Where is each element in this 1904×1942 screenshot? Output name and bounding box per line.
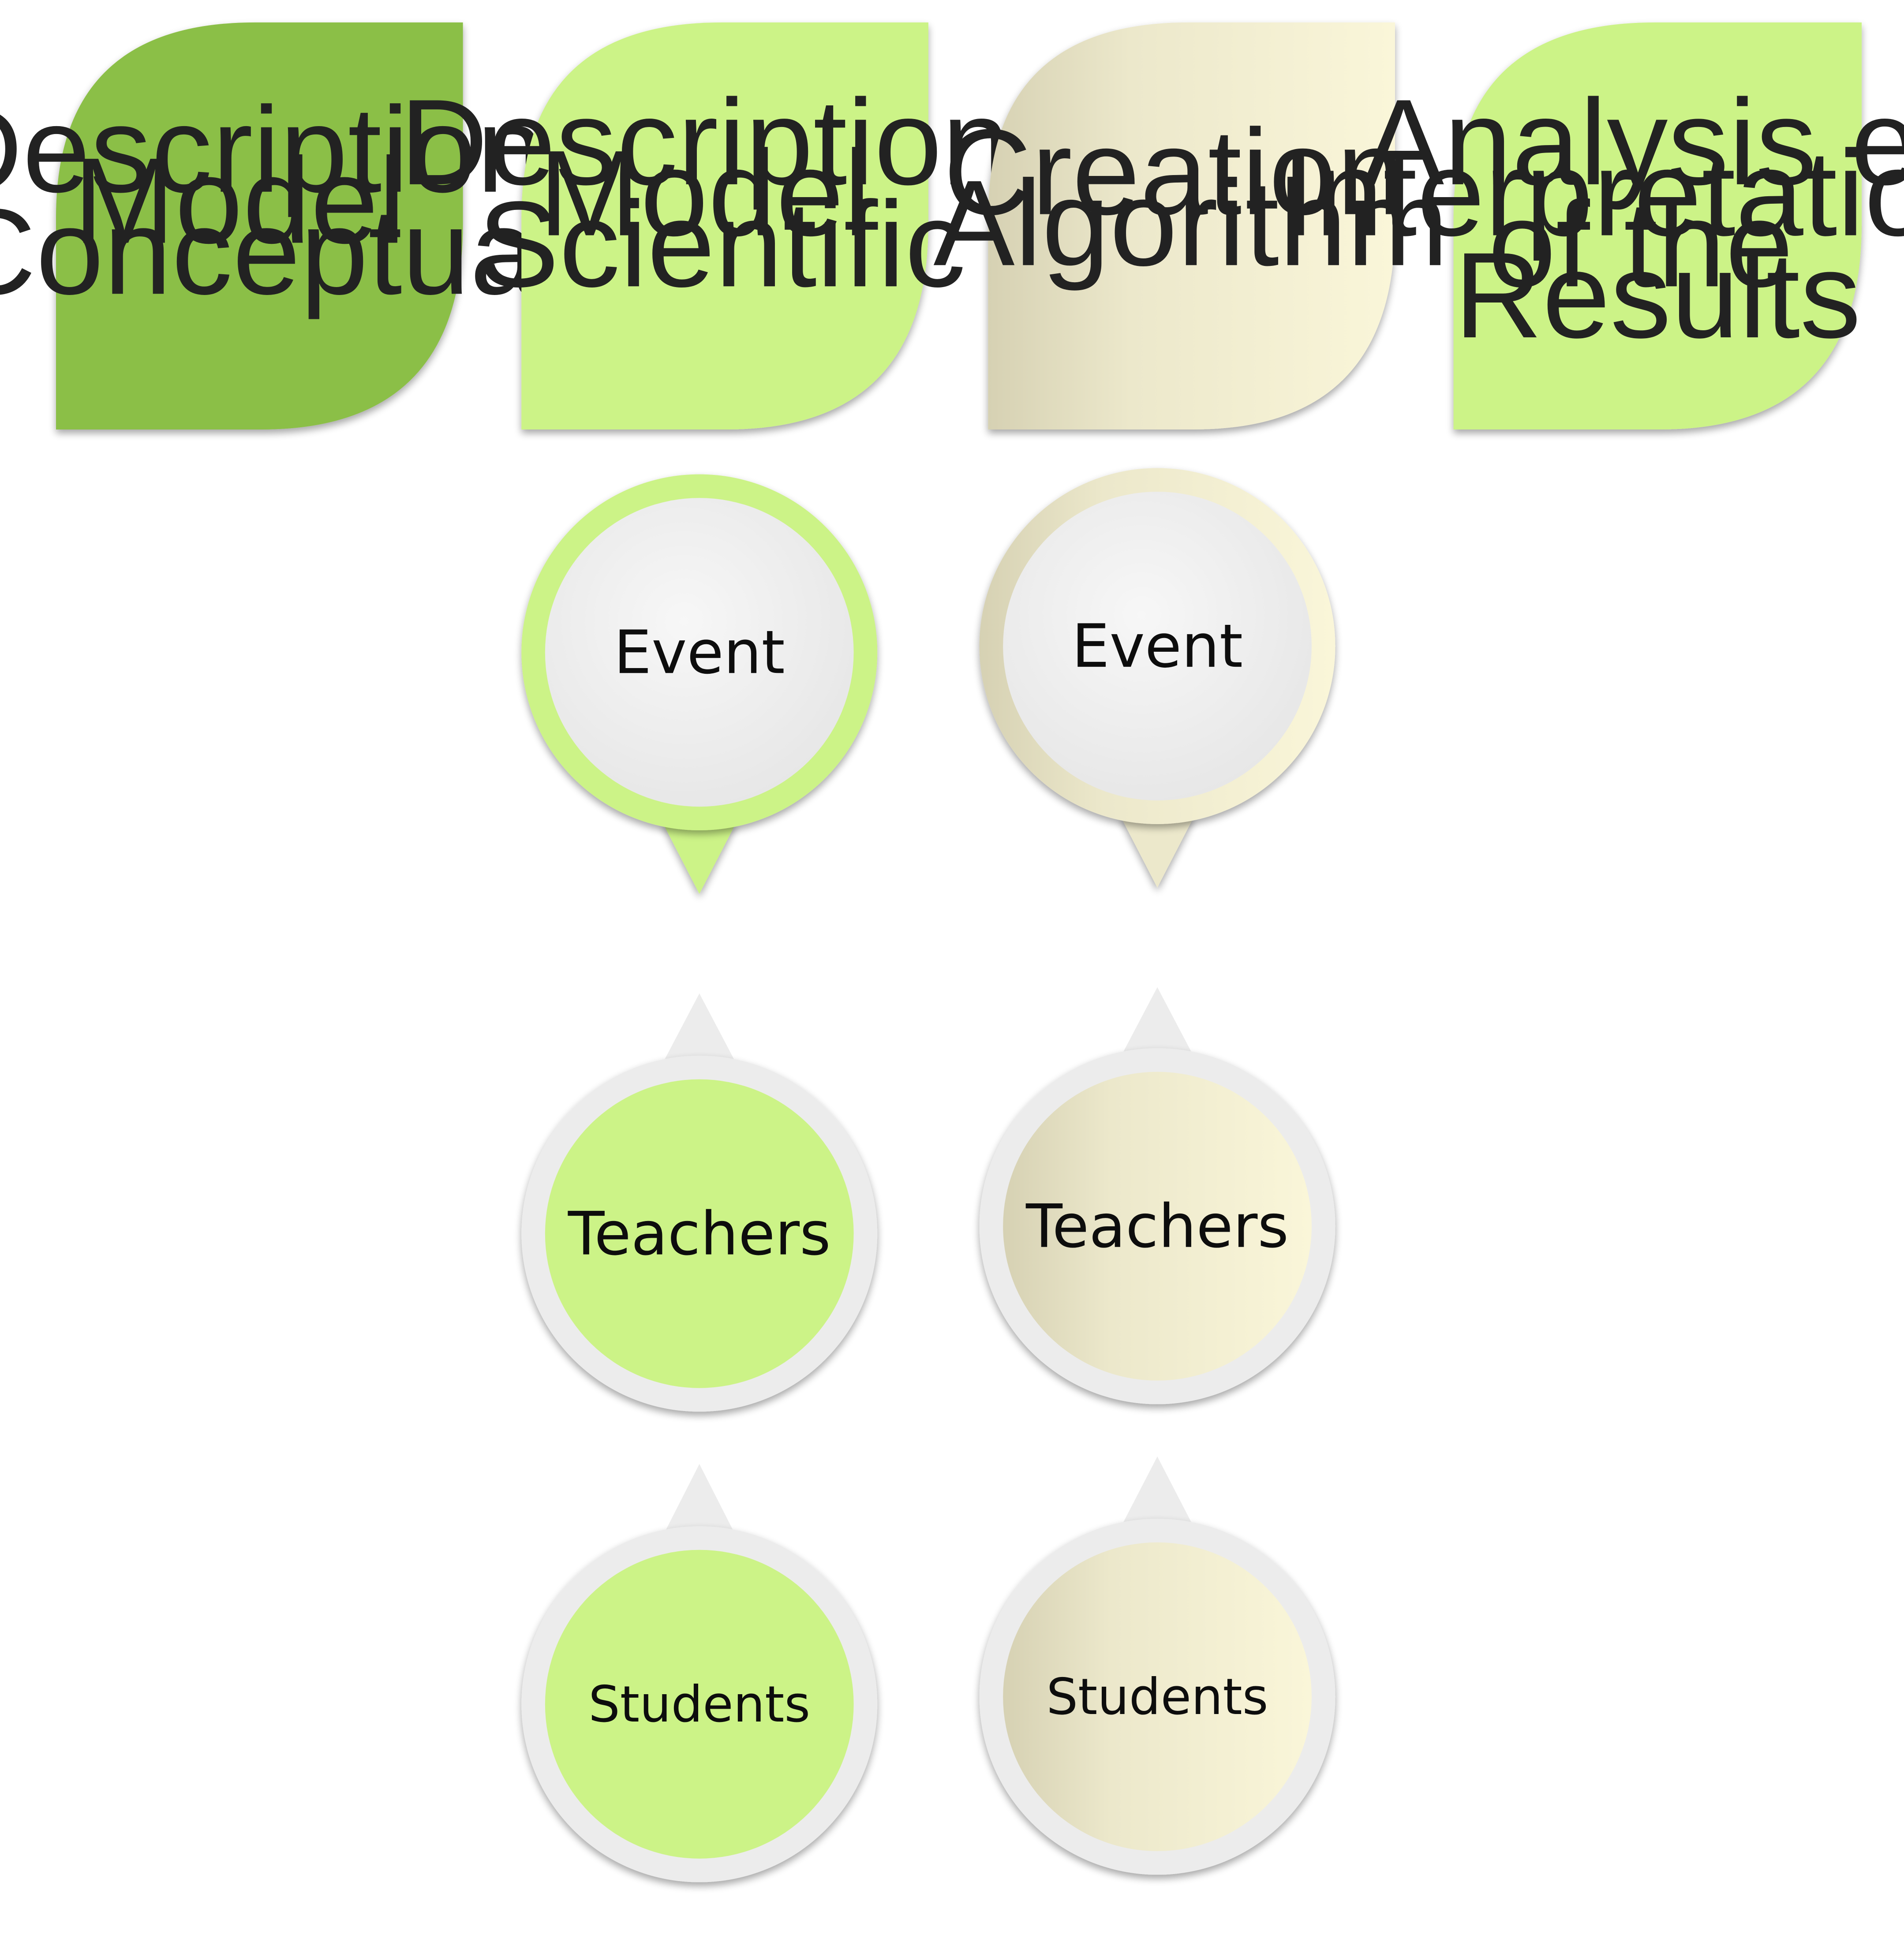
step-line: Results — [1454, 227, 1861, 363]
step-line: Model — [73, 132, 405, 269]
bubble-pointer — [662, 1464, 737, 1538]
event-label: Event — [1072, 611, 1243, 681]
step-label: Description Model Conceptual — [0, 82, 578, 321]
step-leaf-2: Description Model Scientific — [400, 22, 1044, 429]
leaf-shape — [988, 22, 1395, 429]
step-label: Description Model Scientific — [400, 74, 1044, 313]
bubble-core — [1003, 1542, 1312, 1851]
bubble-core — [545, 498, 854, 807]
leaf-shape — [56, 22, 463, 429]
teachers-bubble-green: Teachers — [521, 993, 878, 1412]
step-line: of the — [1488, 176, 1793, 312]
step-line: Scientific — [478, 176, 965, 312]
leaf-shape — [521, 22, 928, 429]
step-label: Creation Algorithm — [933, 104, 1448, 292]
step-line: Description — [0, 82, 544, 219]
event-label: Event — [614, 617, 785, 687]
teachers-label: Teachers — [568, 1199, 831, 1269]
leaf-shape — [1453, 22, 1862, 429]
bubble-core — [545, 1079, 854, 1388]
step-leaf-3: Creation Algorithm — [933, 22, 1448, 429]
students-label: Students — [1047, 1668, 1268, 1726]
students-label: Students — [588, 1675, 810, 1733]
step-line: Creation — [943, 104, 1404, 240]
step-line: Conceptual — [0, 183, 565, 321]
bubble-core — [1003, 492, 1312, 801]
bubble-pointer — [1120, 987, 1195, 1058]
students-bubble-green: Students — [521, 1464, 878, 1882]
bubble-pointer — [1120, 815, 1195, 888]
step-leaf-4: Analysis e Interpretation of the Results — [1281, 22, 1904, 429]
step-line: Model — [539, 125, 871, 261]
step-label: Analysis e Interpretation of the Results — [1281, 74, 1904, 363]
bubble-pointer — [1120, 1456, 1195, 1529]
step-line: Algorithm — [933, 155, 1448, 292]
teachers-bubble-cream: Teachers — [979, 987, 1335, 1404]
teachers-label: Teachers — [1025, 1191, 1289, 1261]
event-bubble-cream: Event — [979, 468, 1335, 888]
step-line: Description — [400, 74, 1010, 211]
event-bubble-green: Event — [521, 474, 878, 894]
bubble-pointer — [662, 993, 737, 1064]
bubble-core — [545, 1550, 854, 1859]
students-bubble-cream: Students — [979, 1456, 1335, 1875]
bubble-core — [1003, 1072, 1312, 1381]
bubble-pointer — [662, 822, 737, 894]
step-leaf-1: Description Model Conceptual — [0, 22, 578, 429]
